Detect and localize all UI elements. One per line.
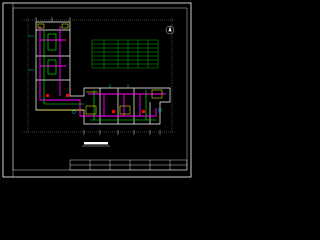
- supply-pipes: [39, 26, 166, 117]
- equipment-symbols: [36, 23, 163, 115]
- accent-marks: [46, 94, 145, 113]
- drawing-caption: [82, 142, 110, 147]
- legend-table: [91, 39, 159, 69]
- title-block: [69, 159, 188, 171]
- annotations: [28, 35, 162, 114]
- north-arrow-icon: [165, 25, 175, 35]
- drawing-border: [2, 2, 192, 178]
- grid-axes: [22, 18, 176, 134]
- floor-plan-svg: [2, 2, 192, 178]
- cad-drawing-sheet: [0, 0, 194, 180]
- grid-ticks: [35, 17, 161, 135]
- duct-lines: [43, 30, 156, 121]
